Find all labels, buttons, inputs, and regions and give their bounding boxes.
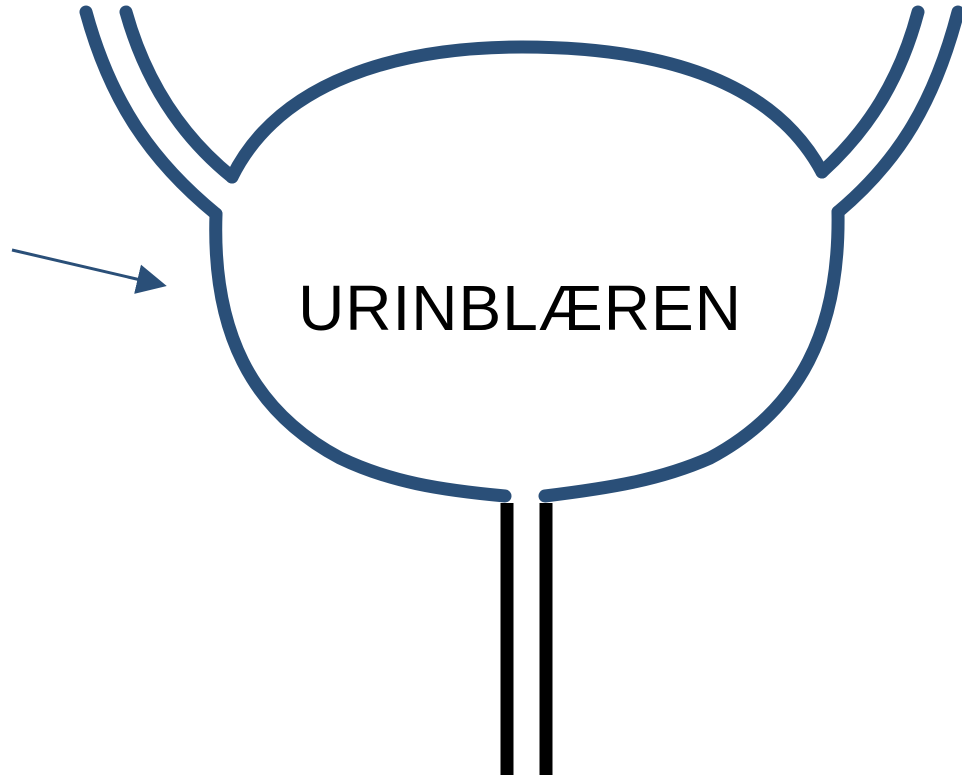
bladder-dome [225,40,829,184]
right-ureter-inner-wall [815,5,925,179]
right-ureter-outer-wall [831,5,962,219]
pointer-arrow [11,248,167,294]
left-ureter-outer-wall [79,5,223,221]
bladder-label: URINBLÆREN [298,272,742,344]
bladder-left-wall [209,207,512,503]
bladder-right-wall [538,205,845,503]
left-ureter-inner-wall [119,5,239,184]
